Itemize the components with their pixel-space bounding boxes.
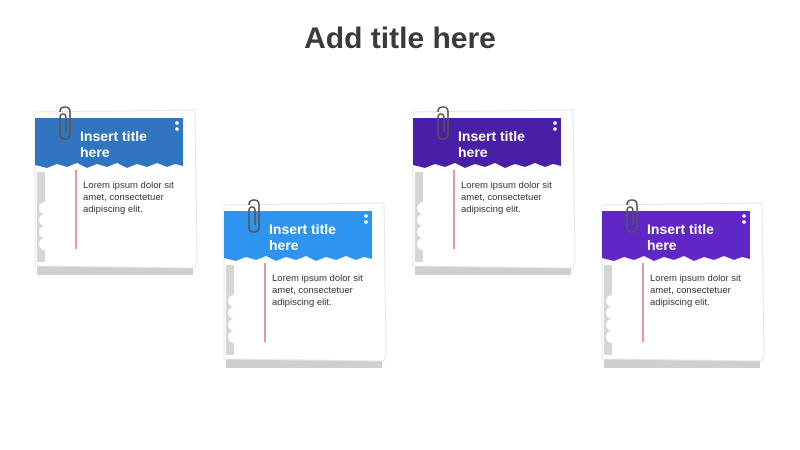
- torn-paper: [412, 109, 576, 275]
- note-card-2: Insert title here Lorem ipsum dolor sit …: [223, 199, 389, 373]
- note-body: Lorem ipsum dolor sit amet, consectetuer…: [83, 180, 174, 215]
- note-title-line1: Insert title: [80, 128, 147, 144]
- note-title-line2: here: [269, 237, 299, 253]
- note-title: Insert title here: [80, 128, 180, 160]
- torn-paper: [601, 202, 765, 368]
- note-title: Insert title here: [647, 221, 747, 253]
- paperclip-icon: [59, 106, 71, 140]
- note-title: Insert title here: [458, 128, 558, 160]
- note-card-3: Insert title here Lorem ipsum dolor sit …: [412, 106, 578, 280]
- note-title-line2: here: [647, 237, 677, 253]
- note-body: Lorem ipsum dolor sit amet, consectetuer…: [272, 273, 363, 308]
- note-body: Lorem ipsum dolor sit amet, consectetuer…: [461, 180, 552, 215]
- note-title-line1: Insert title: [458, 128, 525, 144]
- note-card-1: Insert title here Lorem ipsum dolor sit …: [34, 106, 200, 280]
- paperclip-icon: [626, 199, 638, 233]
- note-header: [35, 118, 183, 168]
- note-title-line1: Insert title: [647, 221, 714, 237]
- paperclip-icon: [248, 199, 260, 233]
- note-title: Insert title here: [269, 221, 369, 253]
- note-header: [413, 118, 561, 168]
- note-header: [602, 211, 750, 261]
- note-card-4: Insert title here Lorem ipsum dolor sit …: [601, 199, 767, 373]
- note-title-line2: here: [80, 144, 110, 160]
- note-title-line2: here: [458, 144, 488, 160]
- torn-paper: [34, 109, 198, 275]
- torn-paper: [223, 202, 387, 368]
- slide-title: Add title here: [304, 22, 496, 55]
- note-body: Lorem ipsum dolor sit amet, consectetuer…: [650, 273, 741, 308]
- note-title-line1: Insert title: [269, 221, 336, 237]
- paperclip-icon: [437, 106, 449, 140]
- note-header: [224, 211, 372, 261]
